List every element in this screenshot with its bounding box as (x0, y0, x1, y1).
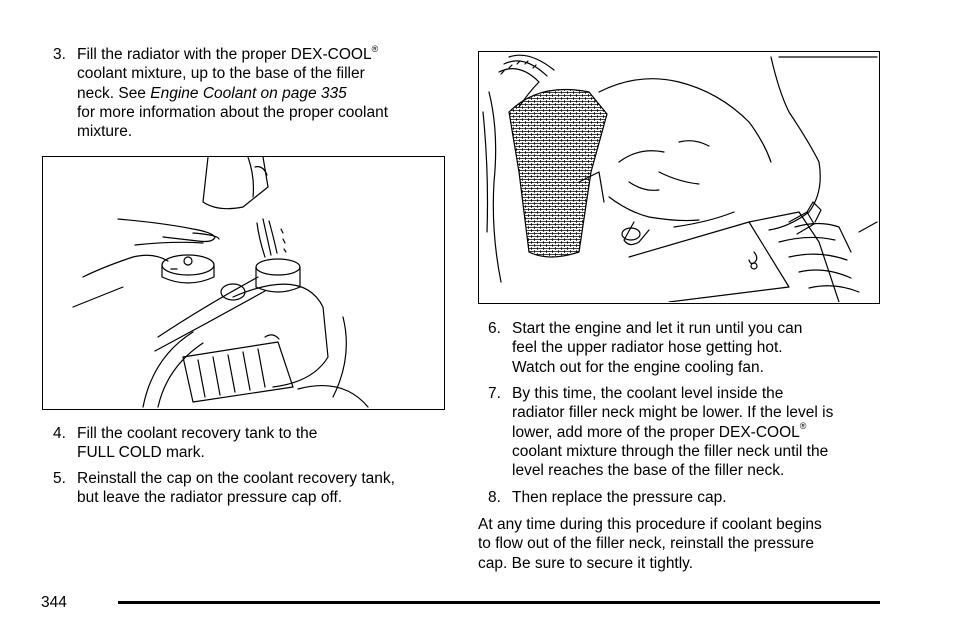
registered-mark: ® (799, 421, 807, 432)
page-number: 344 (41, 594, 67, 611)
paragraph-line: At any time during this procedure if coo… (478, 516, 822, 533)
step-line: Fill the radiator with the proper DEX-CO… (77, 46, 372, 63)
step-text: Fill the coolant recovery tank to the FU… (77, 424, 317, 463)
radiator-filler-illustration (478, 51, 880, 304)
closing-paragraph: At any time during this procedure if coo… (478, 515, 822, 573)
step-text: Start the engine and let it run until yo… (512, 319, 802, 377)
coolant-tank-illustration (42, 156, 445, 410)
step-line: lower, add more of the proper DEX-COOL (512, 423, 800, 441)
step-number: 7. (488, 385, 501, 402)
step-line: coolant mixture, up to the base of the f… (77, 65, 365, 83)
paragraph-line: to flow out of the filler neck, reinstal… (478, 535, 814, 553)
step-text: Fill the radiator with the proper DEX-CO… (77, 43, 389, 141)
step-line: level reaches the base of the filler nec… (512, 462, 785, 480)
step-line: Fill the coolant recovery tank to the (77, 425, 318, 442)
step-line: coolant mixture through the filler neck … (512, 442, 829, 460)
step-number: 3. (53, 46, 66, 63)
step-line: radiator filler neck might be lower. If … (512, 404, 834, 422)
step-line: FULL COLD mark. (77, 444, 205, 462)
step-text: Reinstall the cap on the coolant recover… (77, 469, 395, 508)
step-number: 6. (488, 320, 501, 337)
step-line: mixture. (77, 123, 133, 141)
coolant-tank-drawing (72, 157, 369, 408)
step-line: for more information about the proper co… (77, 103, 389, 121)
step-line: neck. See (77, 84, 151, 102)
step-text: By this time, the coolant level inside t… (512, 384, 833, 480)
step-number: 8. (488, 489, 501, 506)
paragraph-line: cap. Be sure to secure it tightly. (478, 554, 694, 572)
step-line: By this time, the coolant level inside t… (512, 385, 784, 402)
registered-mark: ® (371, 43, 379, 54)
footer-rule (118, 601, 880, 604)
step-line: Reinstall the cap on the coolant recover… (77, 470, 395, 487)
cross-reference: Engine Coolant on page 335 (150, 84, 347, 102)
step-text: Then replace the pressure cap. (512, 488, 727, 507)
step-number: 5. (53, 470, 66, 487)
step-number: 4. (53, 425, 66, 442)
step-line: Then replace the pressure cap. (512, 489, 727, 506)
radiator-filler-drawing (482, 54, 878, 302)
step-line: feel the upper radiator hose getting hot… (512, 339, 783, 357)
step-line: Watch out for the engine cooling fan. (512, 358, 764, 376)
step-line: but leave the radiator pressure cap off. (77, 489, 343, 507)
step-line: Start the engine and let it run until yo… (512, 320, 803, 337)
